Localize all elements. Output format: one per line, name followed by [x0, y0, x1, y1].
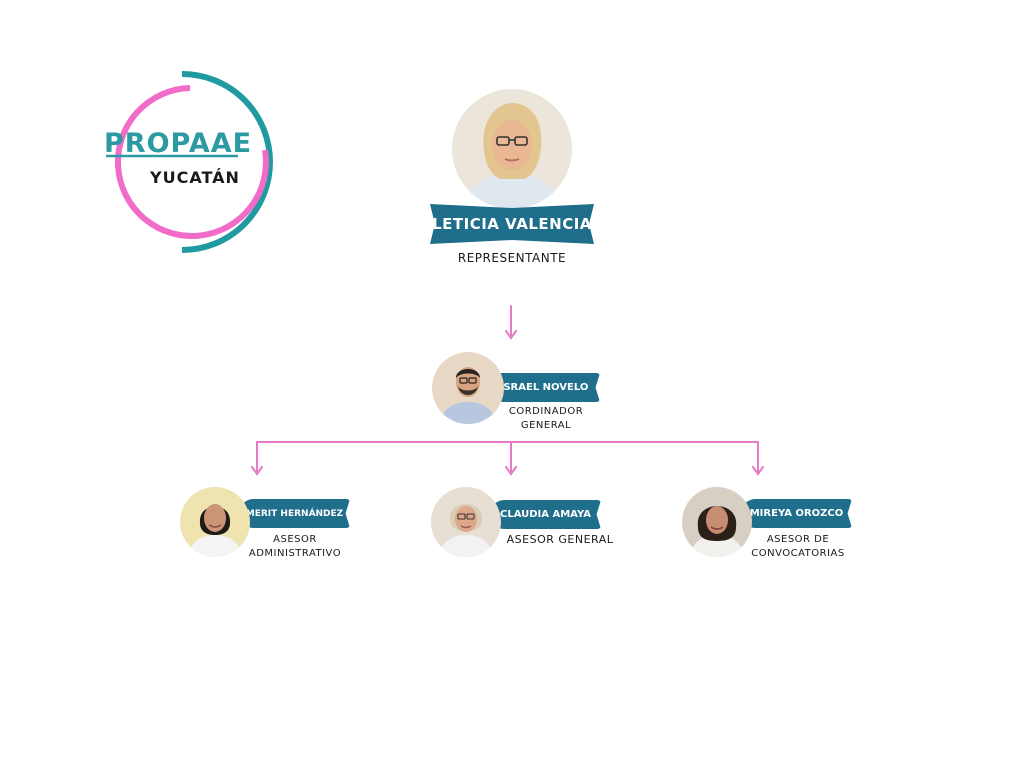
- arrowhead-coord: [505, 330, 517, 340]
- photo-advisor-claudia: [431, 487, 501, 557]
- person-avatar-icon: [682, 487, 752, 557]
- arrowhead-center: [505, 466, 517, 476]
- person-avatar-icon: [432, 352, 504, 424]
- arrowhead-left: [251, 466, 263, 476]
- person-avatar-icon: [431, 487, 501, 557]
- name-banner-coordinator: ISRAEL NOVELO: [488, 373, 600, 402]
- logo-subtitle: YUCATÁN: [150, 168, 240, 187]
- photo-advisor-mireya: [682, 487, 752, 557]
- role-representative: REPRESENTANTE: [457, 251, 567, 265]
- name-banner-representative: LETICIA VALENCIA: [430, 204, 594, 244]
- name-banner-advisor-claudia: CLAUDIA AMAYA: [490, 500, 601, 529]
- role-advisor-mireya: ASESOR DE CONVOCATORIAS: [751, 534, 845, 559]
- person-avatar-icon: [180, 487, 250, 557]
- name-coordinator: ISRAEL NOVELO: [499, 382, 589, 393]
- propaae-logo: PROPAAE YUCATÁN: [100, 70, 275, 255]
- logo-title: PROPAAE: [104, 128, 253, 159]
- name-advisor-claudia: CLAUDIA AMAYA: [499, 509, 591, 520]
- photo-coordinator: [432, 352, 504, 424]
- name-advisor-mireya: MIREYA OROZCO: [749, 508, 844, 519]
- photo-advisor-merit: [180, 487, 250, 557]
- role-advisor-merit: ASESOR ADMINISTRATIVO: [248, 534, 342, 559]
- role-coordinator: CORDINADOR GENERAL: [508, 406, 584, 431]
- logo-rings-icon: [106, 71, 273, 253]
- name-banner-advisor-merit: MERIT HERNÁNDEZ: [239, 499, 350, 528]
- arrowhead-right: [752, 466, 764, 476]
- photo-representative: [452, 89, 572, 209]
- name-representative: LETICIA VALENCIA: [432, 215, 592, 233]
- name-advisor-merit: MERIT HERNÁNDEZ: [245, 508, 344, 519]
- name-banner-advisor-mireya: MIREYA OROZCO: [741, 499, 852, 528]
- person-avatar-icon: [452, 89, 572, 209]
- role-advisor-claudia: ASESOR GENERAL: [506, 533, 614, 546]
